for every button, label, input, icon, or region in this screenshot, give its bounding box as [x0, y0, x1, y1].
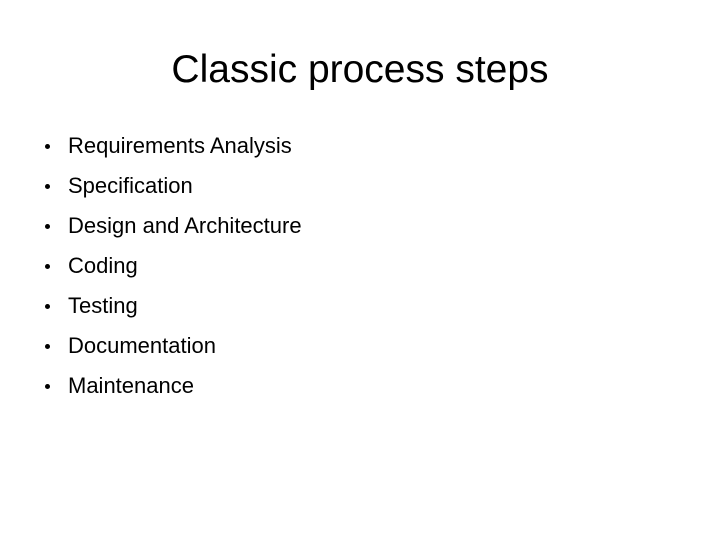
bullet-dot-icon	[45, 144, 50, 149]
bullet-dot-icon	[45, 224, 50, 229]
list-item-label: Specification	[68, 173, 193, 198]
list-item-label: Documentation	[68, 333, 216, 358]
list-item: Design and Architecture	[44, 206, 644, 246]
list-item: Documentation	[44, 326, 644, 366]
list-item-label: Design and Architecture	[68, 213, 302, 238]
list-item-label: Requirements Analysis	[68, 133, 292, 158]
bullet-dot-icon	[45, 344, 50, 349]
bullet-list: Requirements Analysis Specification Desi…	[44, 126, 644, 406]
list-item-label: Testing	[68, 293, 138, 318]
page-title: Classic process steps	[171, 48, 549, 91]
bullet-dot-icon	[45, 264, 50, 269]
bullet-dot-icon	[45, 304, 50, 309]
list-item-label: Coding	[68, 253, 138, 278]
list-item: Maintenance	[44, 366, 644, 406]
bullet-dot-icon	[45, 384, 50, 389]
list-item-label: Maintenance	[68, 373, 194, 398]
list-item: Testing	[44, 286, 644, 326]
bullet-dot-icon	[45, 184, 50, 189]
list-item: Specification	[44, 166, 644, 206]
list-item: Coding	[44, 246, 644, 286]
list-item: Requirements Analysis	[44, 126, 644, 166]
